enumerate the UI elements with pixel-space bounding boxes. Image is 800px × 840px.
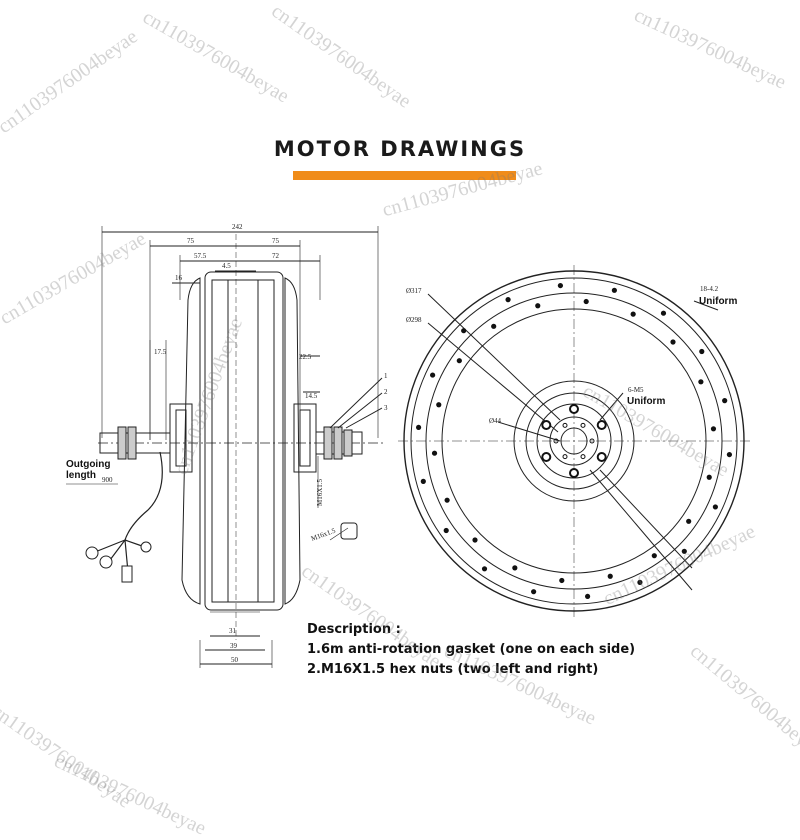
bolt-hole: [557, 282, 564, 289]
bolt-hole: [430, 372, 436, 378]
dim-14-5: 14.5: [305, 392, 318, 400]
bolt-hole: [686, 518, 692, 524]
bolt-hole: [712, 504, 718, 510]
bolt-hole: [607, 573, 613, 579]
bolt-hole: [651, 553, 657, 559]
side-view-drawing: 242 75 75 57.5 72 16 4.5 17.5 22.5 14.5 …: [66, 223, 388, 668]
dim-72: 72: [272, 252, 280, 260]
dim-57-5: 57.5: [194, 252, 207, 260]
hub-hole: [541, 420, 552, 430]
bolt-hole: [436, 402, 442, 408]
dim-900: 900: [102, 476, 113, 484]
dim-4-5: 4.5: [222, 262, 231, 270]
dim-d44: Ø44: [489, 417, 502, 425]
hub-small-hole: [589, 438, 595, 444]
bolt-hole: [584, 593, 591, 600]
bolt-hole: [443, 527, 449, 534]
dim-22-5: 22.5: [299, 353, 312, 361]
bolt-hole: [535, 303, 541, 309]
bolt-hole: [415, 424, 422, 431]
dim-75-left: 75: [187, 237, 195, 245]
callout-1: 1: [384, 372, 388, 380]
hub-small-hole: [562, 422, 568, 428]
bolt-hole: [491, 323, 497, 329]
bolt-hole: [726, 451, 733, 458]
hub-hole-pattern: [541, 404, 607, 478]
dim-16: 16: [175, 274, 183, 282]
hub-small-hole: [580, 454, 586, 460]
dim-17-5: 17.5: [154, 348, 167, 356]
bolt-hole: [660, 310, 667, 316]
uniform-inner-label: Uniform: [627, 396, 666, 407]
bolt-hole: [444, 497, 450, 503]
bolt-hole: [461, 328, 467, 334]
bolt-hole: [472, 537, 478, 543]
bolt-hole: [481, 566, 488, 572]
hub-hole: [541, 452, 552, 462]
dim-39: 39: [230, 642, 238, 650]
hub-hole: [596, 452, 607, 462]
bolt-hole: [630, 311, 636, 317]
bolt-hole: [670, 339, 676, 345]
bolt-hole: [512, 565, 518, 571]
hub-small-hole: [580, 422, 586, 428]
hub-small-hole: [553, 438, 559, 444]
hub-hole: [596, 420, 607, 430]
dim-18-4-2: 18-4.2: [700, 285, 719, 293]
bolt-hole: [706, 474, 712, 480]
bolt-hole: [722, 398, 728, 404]
description-block: Description : 1.6m anti-rotation gasket …: [307, 620, 635, 680]
bolt-hole: [559, 577, 565, 584]
dim-d317: Ø317: [406, 287, 422, 295]
dim-242: 242: [232, 223, 243, 231]
bolt-hole-pattern: [415, 282, 733, 600]
dim-d298: Ø298: [406, 316, 422, 324]
bolt-hole: [583, 298, 589, 305]
bolt-hole: [681, 548, 687, 554]
outgoing-length-label: Outgoing length: [66, 459, 111, 481]
callout-2: 2: [384, 388, 388, 396]
dim-m16-side: M16X1.5: [316, 478, 324, 506]
title-underline: [293, 171, 516, 180]
dim-31: 31: [229, 627, 237, 635]
page-title: MOTOR DRAWINGS: [273, 137, 527, 161]
bolt-hole: [420, 478, 426, 484]
hub-small-hole: [562, 454, 568, 460]
bolt-hole: [637, 579, 643, 585]
uniform-outer-label: Uniform: [699, 296, 738, 307]
hub-hole: [569, 468, 579, 478]
bolt-hole: [505, 297, 511, 303]
bolt-hole: [698, 379, 704, 385]
bolt-hole: [710, 426, 717, 432]
dim-6-m5: 6-M5: [628, 386, 644, 394]
callout-3: 3: [384, 404, 388, 412]
description-heading: Description :: [307, 622, 401, 637]
bolt-hole: [699, 348, 705, 355]
description-line-2: 2.M16X1.5 hex nuts (two left and right): [307, 662, 599, 677]
hub-hole: [569, 404, 579, 414]
dim-50: 50: [231, 656, 239, 664]
bolt-hole: [456, 358, 462, 364]
dim-75-right: 75: [272, 237, 280, 245]
bolt-hole: [431, 450, 438, 456]
front-view-drawing: Ø317 Ø298 Ø44 18-4.2 6-M5: [398, 265, 750, 617]
description-line-1: 1.6m anti-rotation gasket (one on each s…: [307, 642, 636, 657]
bolt-hole: [531, 589, 537, 595]
bolt-hole: [611, 287, 617, 293]
